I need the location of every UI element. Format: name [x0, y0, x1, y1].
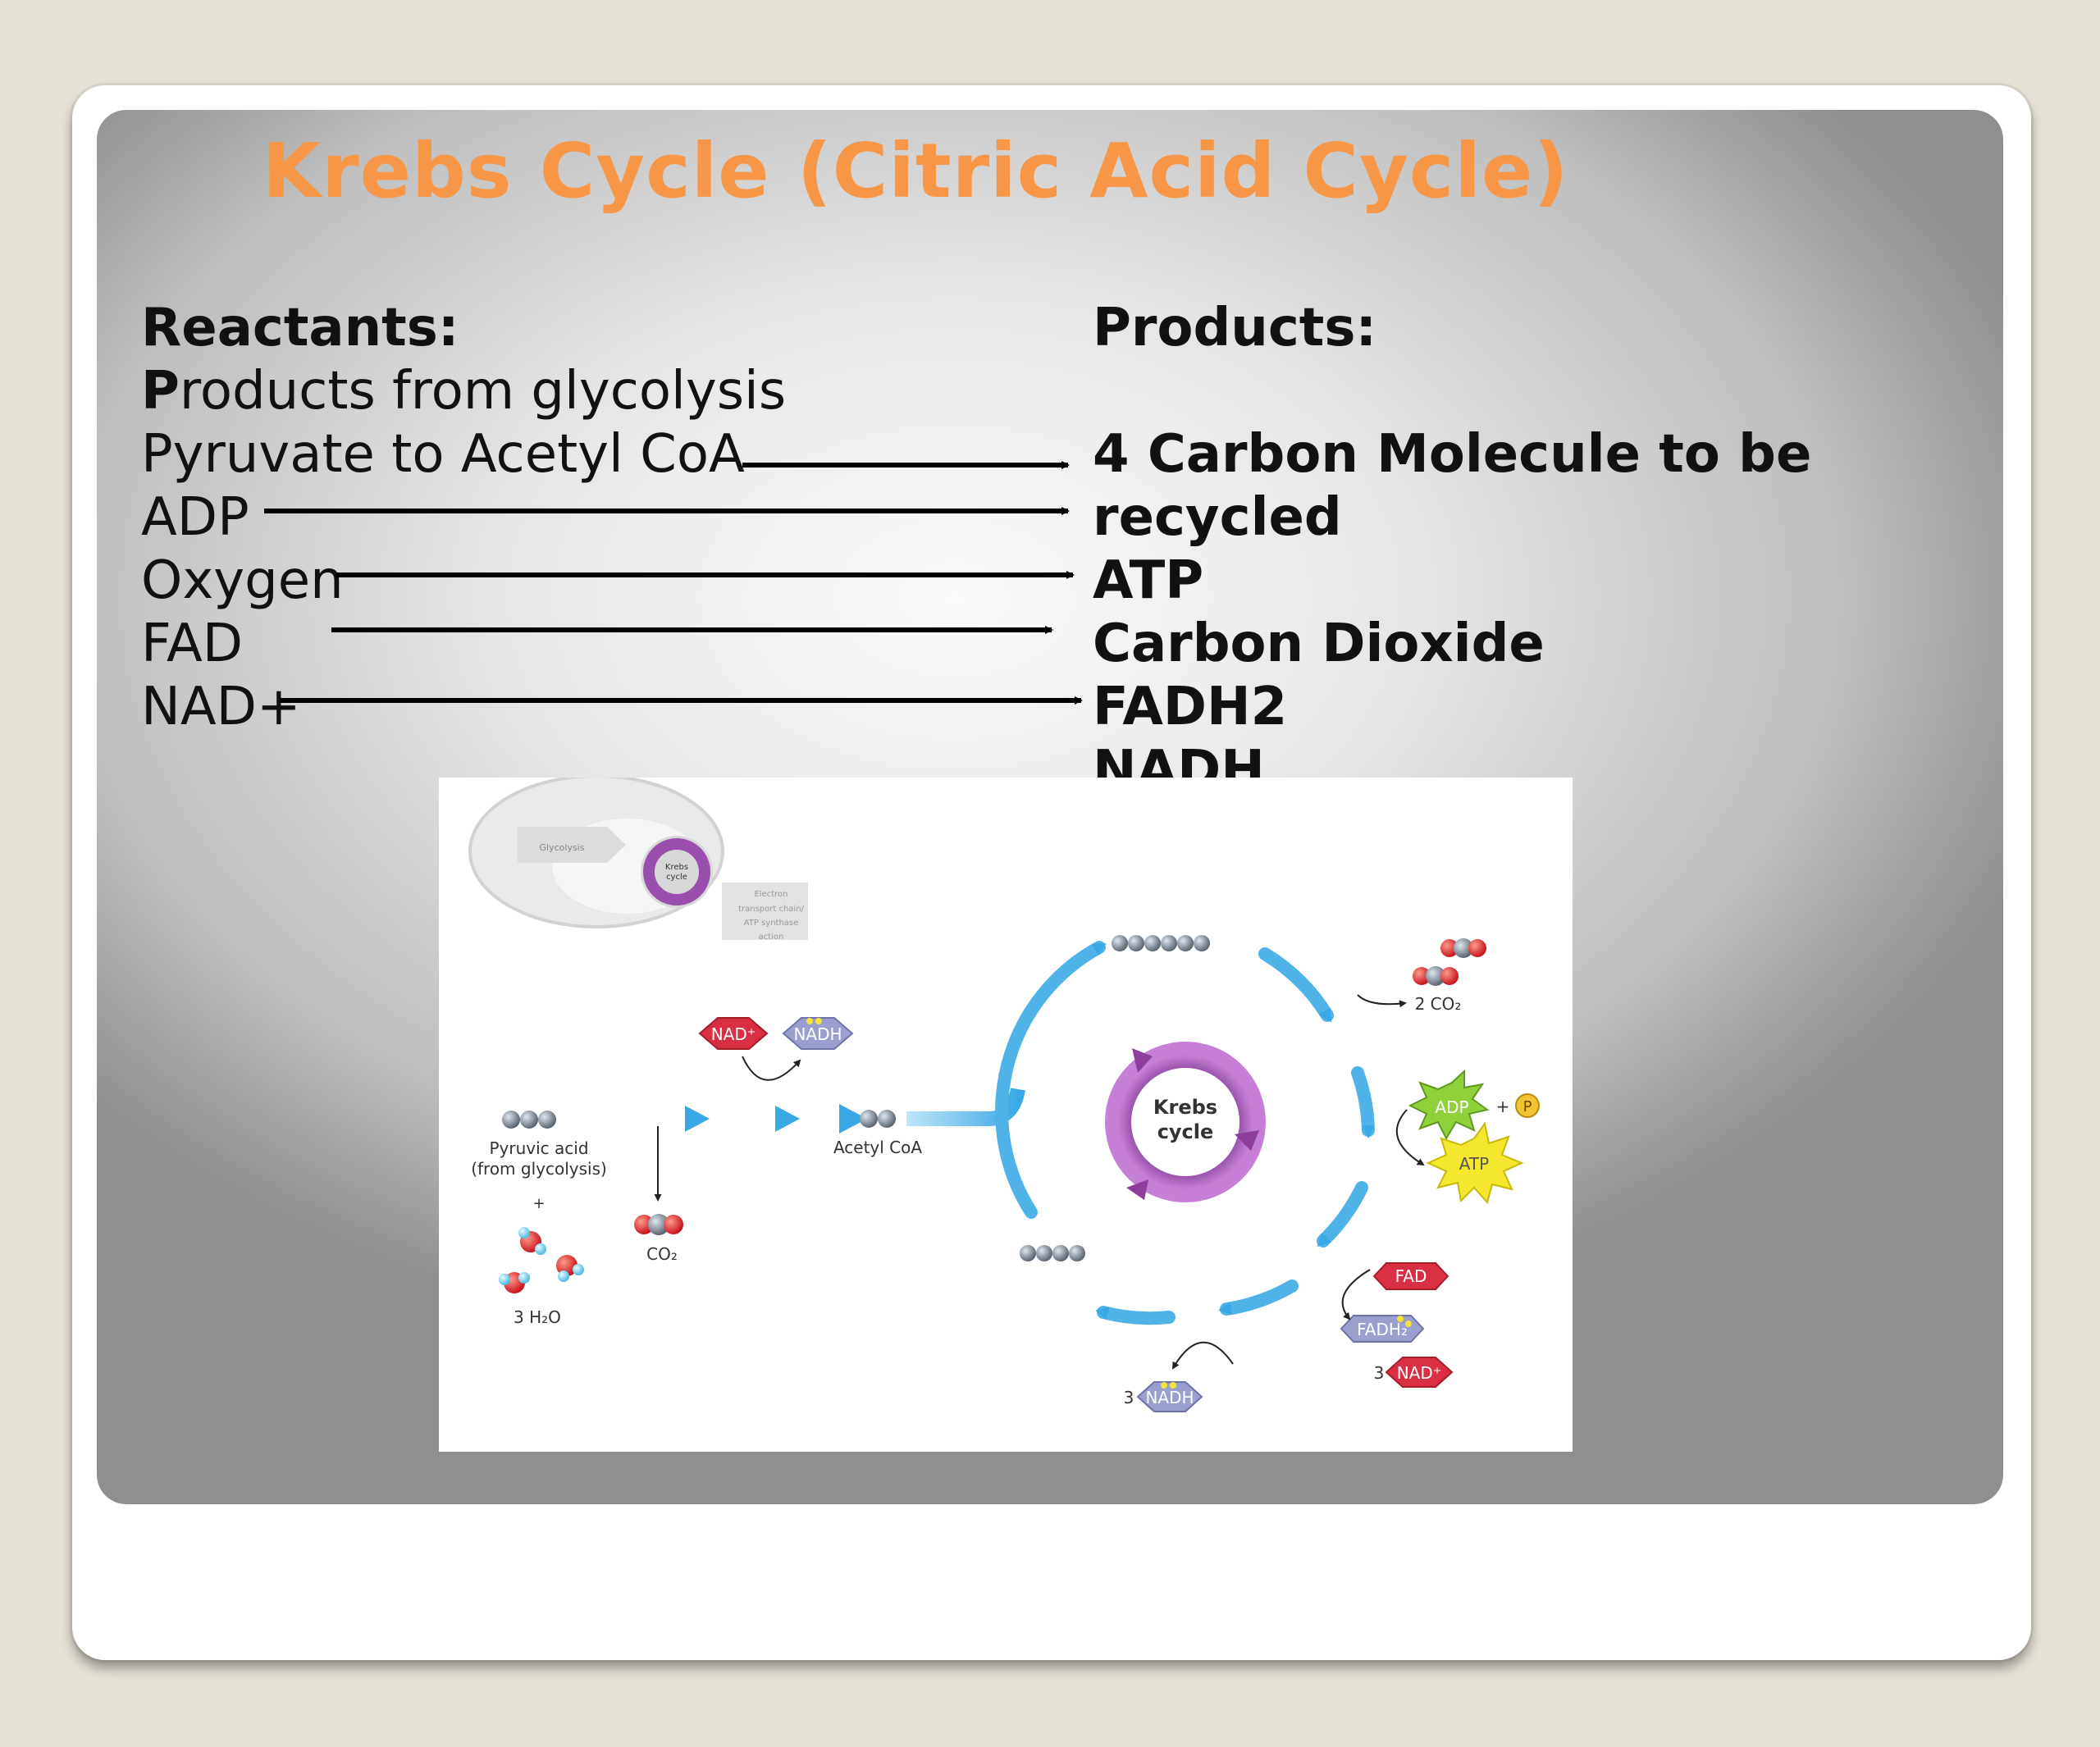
atp-burst: ATP	[1426, 1121, 1524, 1205]
fadh2-hexagon: FADH₂	[1340, 1315, 1425, 1343]
co2-label: CO₂	[646, 1244, 678, 1264]
reactants-intro-first-letter: P	[141, 361, 180, 422]
nad-reduction-arrow-2	[1171, 1341, 1234, 1370]
co2-molecule	[634, 1214, 683, 1235]
nadh-hexagon: NADH	[782, 1017, 854, 1050]
krebs-cycle-figure: Glycolysis Krebs cycle Electron transpor…	[439, 774, 1573, 1452]
nad-reduction-arrow	[742, 1056, 801, 1081]
pyruvic-acid-source-label: (from glycolysis)	[471, 1159, 607, 1179]
adp-burst: ADP	[1408, 1069, 1490, 1141]
fad-label: FAD	[1395, 1266, 1427, 1286]
product-item: ATP	[1093, 550, 1204, 611]
inset-etc-label-2: transport chain/	[738, 905, 804, 914]
nad-plus-label-2: NAD⁺	[1397, 1363, 1442, 1383]
reactant-item: NAD+	[141, 677, 301, 737]
nadh-hexagon-2: NADH	[1136, 1381, 1203, 1412]
inset-glycolysis-label: Glycolysis	[540, 842, 585, 853]
product-item: Carbon Dioxide	[1093, 614, 1545, 674]
atp-synthesis-arrow	[1395, 1109, 1425, 1166]
co2-release-arrow-2	[1357, 994, 1407, 1008]
reactant-item: FAD	[141, 614, 243, 674]
reactant-item: Pyruvate to Acetyl CoA	[141, 424, 745, 485]
nad-plus-label: NAD⁺	[711, 1024, 756, 1044]
nadh-label-2: NADH	[1145, 1388, 1194, 1407]
cycle-arrows	[995, 941, 1375, 1325]
inset-etc-label-3: ATP synthase	[744, 919, 799, 928]
six-carbon-molecule	[1112, 935, 1210, 951]
nad-plus-hexagon: NAD⁺	[698, 1017, 769, 1050]
fad-reduction-arrow	[1341, 1269, 1371, 1321]
slide-title: Krebs Cycle (Citric Acid Cycle)	[262, 127, 1569, 215]
flow-chevron	[839, 1104, 867, 1133]
plus-sign-2: +	[1496, 1097, 1510, 1116]
product-item: FADH2	[1093, 677, 1288, 737]
fad-hexagon: FAD	[1372, 1262, 1449, 1290]
pyruvic-acid-molecule	[502, 1111, 556, 1129]
krebs-center-label-2: cycle	[1157, 1120, 1214, 1143]
water-label: 3 H₂O	[514, 1307, 561, 1327]
atp-label: ATP	[1459, 1154, 1489, 1174]
product-item: recycled	[1093, 487, 1342, 548]
phosphate-label: P	[1523, 1098, 1532, 1115]
pyruvic-acid-label: Pyruvic acid	[489, 1138, 588, 1158]
nadh-count-label: 3	[1124, 1388, 1134, 1407]
flow-chevron	[775, 1106, 800, 1132]
mitochondrion-inset: Glycolysis Krebs cycle Electron transpor…	[468, 774, 808, 942]
inset-krebs-label-1: Krebs	[665, 863, 688, 872]
krebs-cycle-diagram: Glycolysis Krebs cycle Electron transpor…	[468, 774, 1540, 1412]
inset-krebs-label-2: cycle	[666, 873, 687, 882]
plus-sign: +	[532, 1195, 545, 1212]
product-item: 4 Carbon Molecule to be	[1093, 424, 1812, 485]
reactant-item: ADP	[141, 487, 249, 548]
krebs-center-ring: Krebs cycle	[1105, 1042, 1266, 1202]
nad-plus-hexagon-2: NAD⁺	[1385, 1357, 1454, 1388]
phosphate-circle: P	[1515, 1093, 1540, 1118]
two-co2-molecules	[1413, 938, 1486, 986]
adp-label: ADP	[1435, 1097, 1468, 1117]
reactants-intro-rest: roducts from glycolysis	[179, 361, 787, 422]
two-co2-label: 2 CO₂	[1415, 994, 1462, 1014]
reactant-item: Oxygen	[141, 550, 344, 611]
four-carbon-molecule	[1020, 1245, 1085, 1261]
inset-etc-label-4: action	[759, 933, 784, 942]
flow-chevron	[685, 1106, 710, 1132]
products-list: 4 Carbon Molecule to be recycled ATP Car…	[1093, 394, 1913, 778]
product-item: NADH	[1093, 740, 1265, 778]
products-header: Products:	[1093, 298, 1377, 358]
nad-count-label: 3	[1374, 1363, 1385, 1383]
krebs-center-label-1: Krebs	[1153, 1096, 1217, 1119]
reactants-intro: Products from glycolysis	[141, 360, 786, 423]
reactants-header: Reactants:	[141, 298, 459, 358]
inset-etc-label-1: Electron	[754, 890, 788, 899]
acetyl-coa-label: Acetyl CoA	[833, 1138, 922, 1157]
fadh2-label: FADH₂	[1357, 1320, 1408, 1339]
nadh-label: NADH	[793, 1024, 842, 1044]
acetyl-coa-molecule	[860, 1110, 896, 1128]
water-molecules	[499, 1227, 584, 1293]
